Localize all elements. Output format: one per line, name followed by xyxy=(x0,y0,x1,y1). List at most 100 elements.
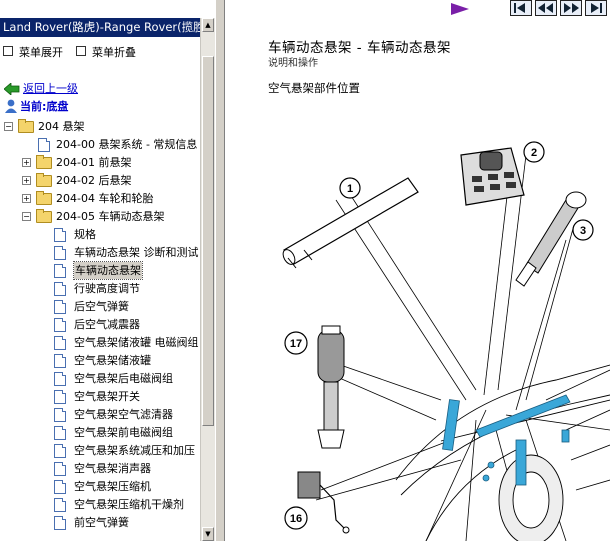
document-icon xyxy=(54,426,66,440)
menu-collapse-button[interactable]: 菜单折叠 xyxy=(76,44,136,59)
menu-toolbar: 菜单展开 菜单折叠 xyxy=(0,42,200,60)
callout-16: 16 xyxy=(284,506,308,530)
tree-item-label: 204-01 前悬架 xyxy=(56,156,132,169)
tree-item[interactable]: 车辆动态悬架 诊断和测试 xyxy=(0,244,200,261)
tree-scrollbar[interactable]: ▲ ▼ xyxy=(200,18,215,541)
svg-text:17: 17 xyxy=(290,338,302,350)
highlighted-components xyxy=(442,394,571,486)
user-icon xyxy=(5,99,17,113)
tree-item[interactable]: −204 悬架 xyxy=(0,118,200,135)
tree-item-label: 后空气减震器 xyxy=(74,318,140,331)
document-icon xyxy=(54,318,66,332)
scrollbar-thumb[interactable] xyxy=(202,56,214,426)
document-icon xyxy=(38,138,50,152)
document-icon xyxy=(54,516,66,530)
tree-item[interactable]: 空气悬架前电磁阀组 xyxy=(0,424,200,441)
tree-item[interactable]: +204-02 后悬架 xyxy=(0,172,200,189)
scroll-down-arrow[interactable]: ▼ xyxy=(202,527,214,541)
collapse-toggle-icon[interactable]: − xyxy=(22,212,31,221)
tree-item[interactable]: 空气悬架后电磁阀组 xyxy=(0,370,200,387)
prev-page-icon xyxy=(538,3,553,13)
tree-item-label: 空气悬架消声器 xyxy=(74,462,151,475)
tree-item-label: 空气悬架后电磁阀组 xyxy=(74,372,173,385)
window-title: Land Rover(路虎)-Range Rover(揽胜 xyxy=(0,18,200,37)
navigation-pane: Land Rover(路虎)-Range Rover(揽胜 菜单展开 菜单折叠 … xyxy=(0,0,215,541)
tree-item-label: 空气悬架储液罐 xyxy=(74,354,151,367)
tree-item[interactable]: 车辆动态悬架 xyxy=(0,261,200,280)
folder-icon xyxy=(36,173,52,187)
menu-expand-button[interactable]: 菜单展开 xyxy=(3,44,63,59)
tree-item-label: 空气悬架储液罐 电磁阀组 xyxy=(74,336,199,349)
folder-icon xyxy=(36,191,52,205)
content-toolbar xyxy=(226,0,610,18)
nav-next-button[interactable] xyxy=(560,0,582,16)
pane-splitter[interactable] xyxy=(215,0,225,541)
document-icon xyxy=(54,282,66,296)
nav-first-button[interactable] xyxy=(510,0,532,16)
folder-icon xyxy=(36,209,52,223)
svg-text:2: 2 xyxy=(531,147,537,159)
tree-item[interactable]: +204-01 前悬架 xyxy=(0,154,200,171)
nav-last-button[interactable] xyxy=(585,0,607,16)
document-icon xyxy=(54,390,66,404)
current-location-label: 当前:底盘 xyxy=(20,100,69,113)
folder-icon xyxy=(18,119,34,133)
vehicle-outline xyxy=(395,364,610,541)
tree-item[interactable]: − 204-05 车辆动态悬架 xyxy=(0,208,200,225)
tree-item[interactable]: 规格 xyxy=(0,226,200,243)
tree-item[interactable]: 空气悬架储液罐 电磁阀组 xyxy=(0,334,200,351)
tree-item-label: 空气悬架系统减压和加压 xyxy=(74,444,195,457)
back-arrow-icon xyxy=(4,83,20,95)
tree-item-label: 空气悬架空气滤清器 xyxy=(74,408,173,421)
air-damper xyxy=(515,191,587,287)
expand-icon xyxy=(3,46,13,56)
svg-text:16: 16 xyxy=(290,513,302,525)
tree-item-label: 行驶高度调节 xyxy=(74,282,140,295)
tree-item[interactable]: 空气悬架开关 xyxy=(0,388,200,405)
document-icon xyxy=(54,462,66,476)
tree-item[interactable]: 后空气弹簧 xyxy=(0,298,200,315)
back-link-label: 返回上一级 xyxy=(23,82,78,95)
document-title: 车辆动态悬架 - 车辆动态悬架 xyxy=(268,40,451,56)
expand-toggle-icon[interactable]: + xyxy=(22,194,31,203)
air-suspension-diagram: 1 2 3 xyxy=(282,141,610,541)
tree-item[interactable]: 空气悬架压缩机 xyxy=(0,478,200,495)
expand-toggle-icon[interactable]: + xyxy=(22,158,31,167)
top-strip xyxy=(0,0,215,18)
svg-text:3: 3 xyxy=(580,225,586,237)
scroll-up-arrow[interactable]: ▲ xyxy=(202,18,214,32)
tree-item[interactable]: 行驶高度调节 xyxy=(0,280,200,297)
height-sensor xyxy=(297,471,350,534)
tree-item[interactable]: 后空气减震器 xyxy=(0,316,200,333)
tree-item[interactable]: 空气悬架空气滤清器 xyxy=(0,406,200,423)
document-icon xyxy=(54,444,66,458)
tree-item[interactable]: 204-00 悬架系统 - 常规信息 xyxy=(0,136,200,153)
first-page-icon xyxy=(514,3,525,13)
tree-item[interactable]: 空气悬架压缩机干燥剂 xyxy=(0,496,200,513)
tree-item[interactable]: +204-04 车轮和轮胎 xyxy=(0,190,200,207)
tree-item-label: 204-04 车轮和轮胎 xyxy=(56,192,154,205)
tree-item[interactable]: 空气悬架消声器 xyxy=(0,460,200,477)
tree-item-label: 车辆动态悬架 xyxy=(73,261,143,280)
callout-1: 1 xyxy=(339,177,361,199)
reservoir-tank xyxy=(282,177,419,269)
collapse-toggle-icon[interactable]: − xyxy=(4,122,13,131)
document-icon xyxy=(54,300,66,314)
tree-item[interactable]: 前空气弹簧 xyxy=(0,514,200,531)
section-heading: 空气悬架部件位置 xyxy=(268,81,360,95)
front-air-spring-strut xyxy=(317,325,345,449)
document-icon xyxy=(54,354,66,368)
expand-toggle-icon[interactable]: + xyxy=(22,176,31,185)
document-icon xyxy=(54,498,66,512)
tree-item-label: 车辆动态悬架 诊断和测试 xyxy=(74,246,199,259)
tree-item[interactable]: 空气悬架储液罐 xyxy=(0,352,200,369)
content-pane: 车辆动态悬架 - 车辆动态悬架 说明和操作 空气悬架部件位置 1 xyxy=(226,0,610,541)
nav-prev-button[interactable] xyxy=(535,0,557,16)
tree-item[interactable]: 空气悬架系统减压和加压 xyxy=(0,442,200,459)
menu-collapse-label: 菜单折叠 xyxy=(92,46,136,59)
tree-item-label: 204-00 悬架系统 - 常规信息 xyxy=(56,138,198,151)
purple-arrow-icon[interactable] xyxy=(450,3,470,15)
tree-item-label: 204-05 车辆动态悬架 xyxy=(56,210,165,223)
tree-item-label: 前空气弹簧 xyxy=(74,516,129,529)
tree-item-label: 后空气弹簧 xyxy=(74,300,129,313)
